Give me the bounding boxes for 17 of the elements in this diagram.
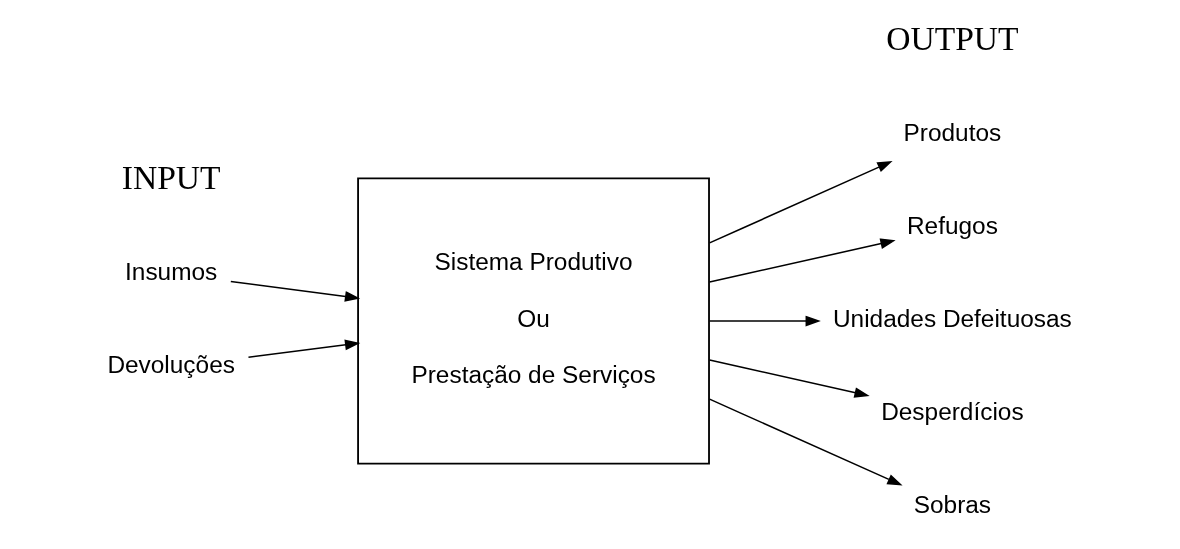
label: OUTPUT — [886, 20, 1019, 58]
node-text: Sobras — [913, 490, 992, 518]
arrow — [708, 315, 821, 327]
node-text: Unidades Defeituosas — [832, 304, 1072, 332]
arrow — [708, 160, 893, 244]
node-text: Produtos — [903, 118, 1002, 146]
node-text: Refugos — [906, 211, 998, 239]
label: INPUT — [121, 159, 221, 197]
arrow — [230, 280, 361, 302]
arrow — [247, 339, 361, 358]
arrow — [708, 359, 870, 398]
node-text: Desperdícios — [881, 397, 1024, 425]
arrow — [708, 238, 896, 283]
arrow — [708, 398, 903, 486]
node-text: Insumos — [125, 257, 218, 285]
node-text: Devoluções — [107, 350, 235, 378]
node-box: Sistema Produtivo Ou Prestação de Serviços — [357, 177, 710, 465]
